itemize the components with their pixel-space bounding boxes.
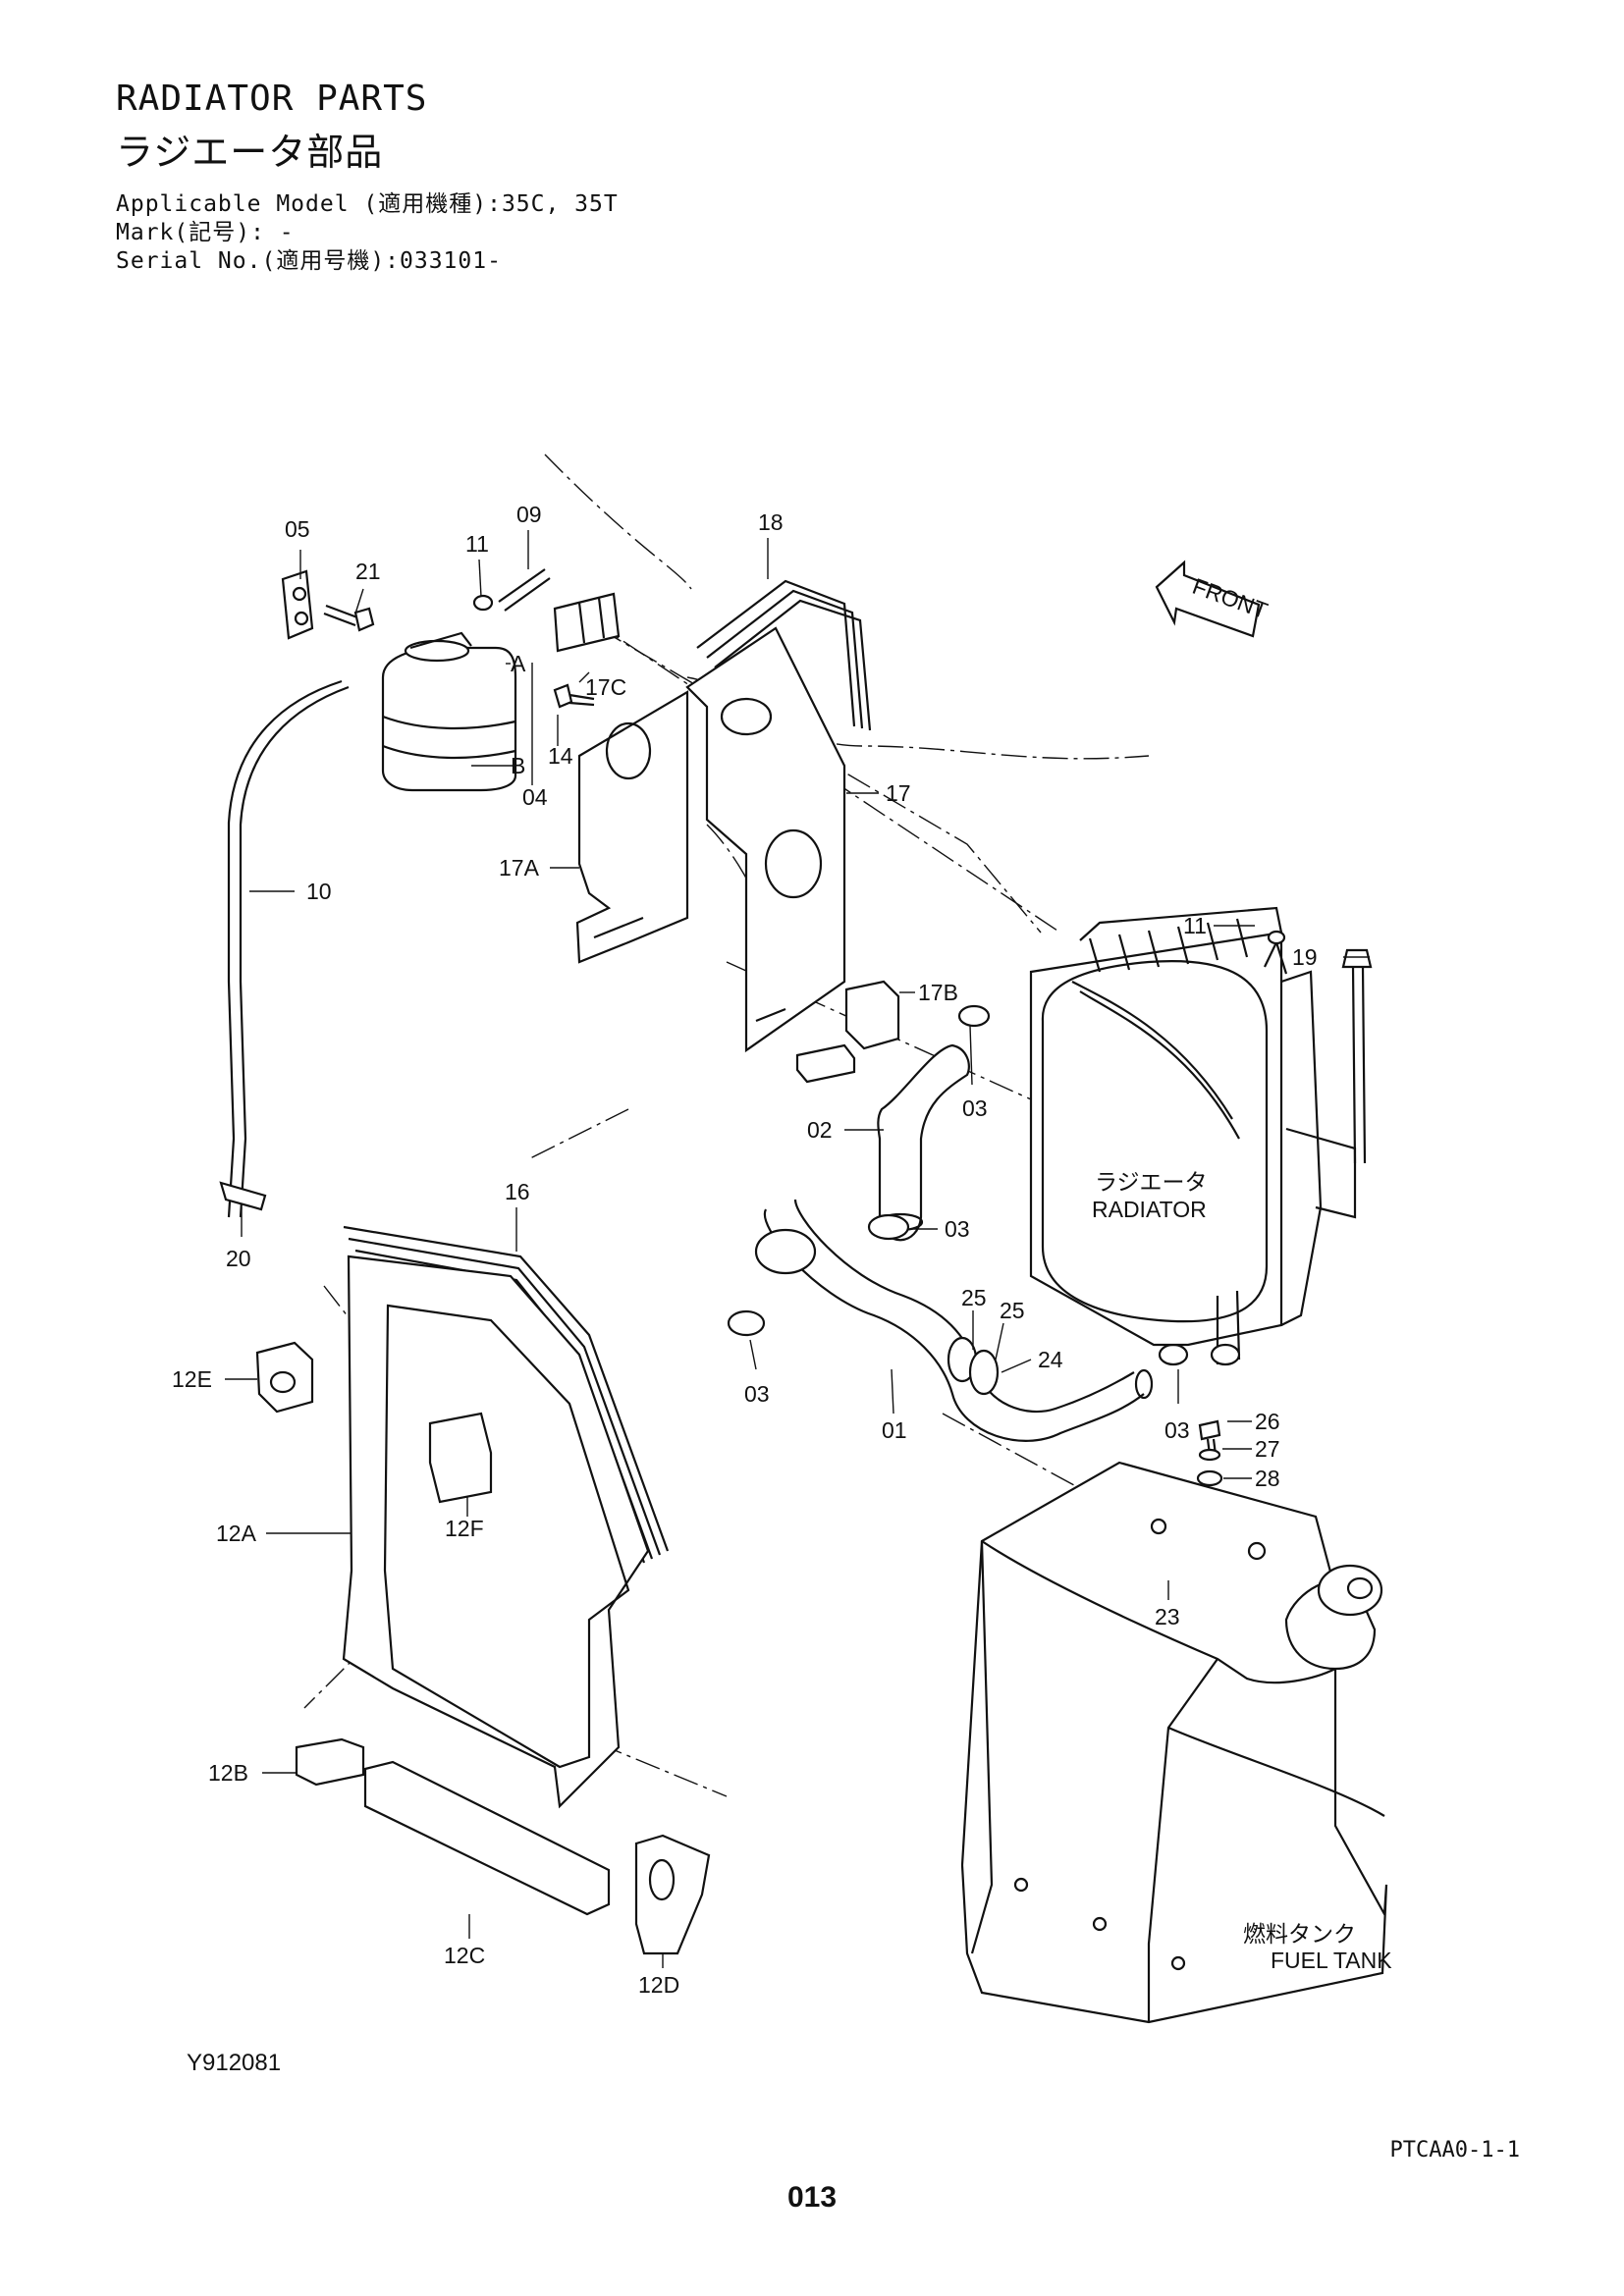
bolt-19 bbox=[1341, 948, 1373, 1164]
hose-clamp-03 bbox=[727, 1004, 1189, 1366]
callout-12D: 12D bbox=[638, 1972, 679, 1998]
page-title-japanese: ラジエータ部品 bbox=[116, 131, 384, 174]
callout-02: 02 bbox=[807, 1117, 833, 1143]
rubber-12C bbox=[363, 1760, 611, 1916]
callout-17C: 17C bbox=[585, 674, 626, 700]
callout-14: 14 bbox=[548, 743, 573, 769]
callout-16: 16 bbox=[505, 1179, 530, 1204]
clip-20 bbox=[219, 1181, 267, 1211]
callout-18: 18 bbox=[758, 509, 784, 535]
overflow-hose-10 bbox=[227, 679, 350, 1218]
radiator bbox=[1029, 906, 1357, 1366]
fuel-tank-label-jp: 燃料タンク bbox=[1243, 1922, 1356, 1948]
callout-labels: 05 21 11 09 18 A B 17C 14 04 17 17A 10 1… bbox=[172, 502, 1318, 1998]
callout-26: 26 bbox=[1255, 1409, 1280, 1434]
rubber-17B bbox=[795, 980, 900, 1084]
callout-28: 28 bbox=[1255, 1466, 1280, 1491]
callout-11-radiator: 11 bbox=[1183, 913, 1207, 938]
bolt-21 bbox=[323, 604, 375, 632]
callout-21: 21 bbox=[355, 559, 381, 584]
fastener-set-26-28 bbox=[1196, 1419, 1223, 1487]
plate-17A bbox=[575, 690, 689, 964]
rubber-12D bbox=[634, 1834, 711, 1955]
callout-11: 11 bbox=[465, 531, 489, 557]
callout-A: A bbox=[511, 651, 526, 676]
callout-20: 20 bbox=[226, 1246, 251, 1271]
radiator-label-en: RADIATOR bbox=[1092, 1197, 1207, 1222]
drawing-code: Y912081 bbox=[187, 2050, 282, 2076]
seal-16 bbox=[343, 1225, 670, 1564]
bracket-05 bbox=[281, 569, 314, 640]
fuel-tank bbox=[960, 1461, 1388, 2024]
mark-field: Mark(記号): - bbox=[116, 220, 295, 245]
panel-12A bbox=[342, 1255, 650, 1809]
callout-12E: 12E bbox=[172, 1366, 212, 1392]
callout-03-a: 03 bbox=[962, 1095, 988, 1121]
rubber-17C bbox=[553, 592, 621, 653]
callout-24: 24 bbox=[1038, 1347, 1063, 1372]
callout-05: 05 bbox=[285, 516, 310, 542]
callout-01: 01 bbox=[882, 1417, 907, 1443]
shroud-17 bbox=[685, 626, 846, 1053]
callout-12A: 12A bbox=[216, 1521, 257, 1546]
rubber-12E bbox=[255, 1341, 314, 1414]
callout-B: B bbox=[511, 753, 525, 778]
component-labels: ラジエータ RADIATOR 燃料タンク FUEL TANK bbox=[1092, 1170, 1392, 1973]
rubber-12F bbox=[428, 1412, 493, 1504]
callout-17A: 17A bbox=[499, 855, 540, 881]
reserve-tank bbox=[381, 631, 517, 792]
hose-24 bbox=[947, 1336, 1000, 1396]
callout-25-b: 25 bbox=[1000, 1298, 1025, 1323]
front-direction-arrow: FRONT bbox=[1155, 560, 1272, 638]
callout-17B: 17B bbox=[918, 980, 958, 1005]
callout-03-d: 03 bbox=[1164, 1417, 1190, 1443]
fuel-tank-label-en: FUEL TANK bbox=[1271, 1948, 1392, 1973]
callout-09: 09 bbox=[516, 502, 542, 527]
upper-hose-02 bbox=[877, 1043, 970, 1242]
callout-10: 10 bbox=[306, 879, 332, 904]
callout-12F: 12F bbox=[445, 1516, 484, 1541]
callout-17: 17 bbox=[886, 780, 911, 806]
serial-number: Serial No.(適用号機):033101- bbox=[116, 248, 502, 274]
radiator-label-jp: ラジエータ bbox=[1095, 1170, 1208, 1196]
callout-27: 27 bbox=[1255, 1436, 1280, 1462]
page-number: 013 bbox=[786, 2181, 838, 2214]
callout-03-c: 03 bbox=[744, 1381, 770, 1407]
callout-03-b: 03 bbox=[945, 1216, 970, 1242]
page-title: RADIATOR PARTS bbox=[116, 79, 428, 119]
page-code: PTCAA0-1-1 bbox=[1389, 2138, 1520, 2163]
seal-18 bbox=[696, 579, 872, 731]
bolt-14 bbox=[553, 683, 595, 709]
callout-23: 23 bbox=[1155, 1604, 1180, 1629]
callout-19: 19 bbox=[1292, 944, 1318, 970]
callout-25-a: 25 bbox=[961, 1285, 987, 1310]
rubber-12B bbox=[295, 1737, 365, 1787]
applicable-model: Applicable Model (適用機種):35C, 35T bbox=[116, 191, 619, 217]
callout-12B: 12B bbox=[208, 1760, 248, 1786]
callout-04: 04 bbox=[522, 784, 548, 810]
hose-09 bbox=[498, 568, 551, 612]
callout-12C: 12C bbox=[444, 1943, 485, 1968]
leader-lines bbox=[225, 530, 1370, 1968]
clamp-11-top bbox=[472, 594, 494, 612]
